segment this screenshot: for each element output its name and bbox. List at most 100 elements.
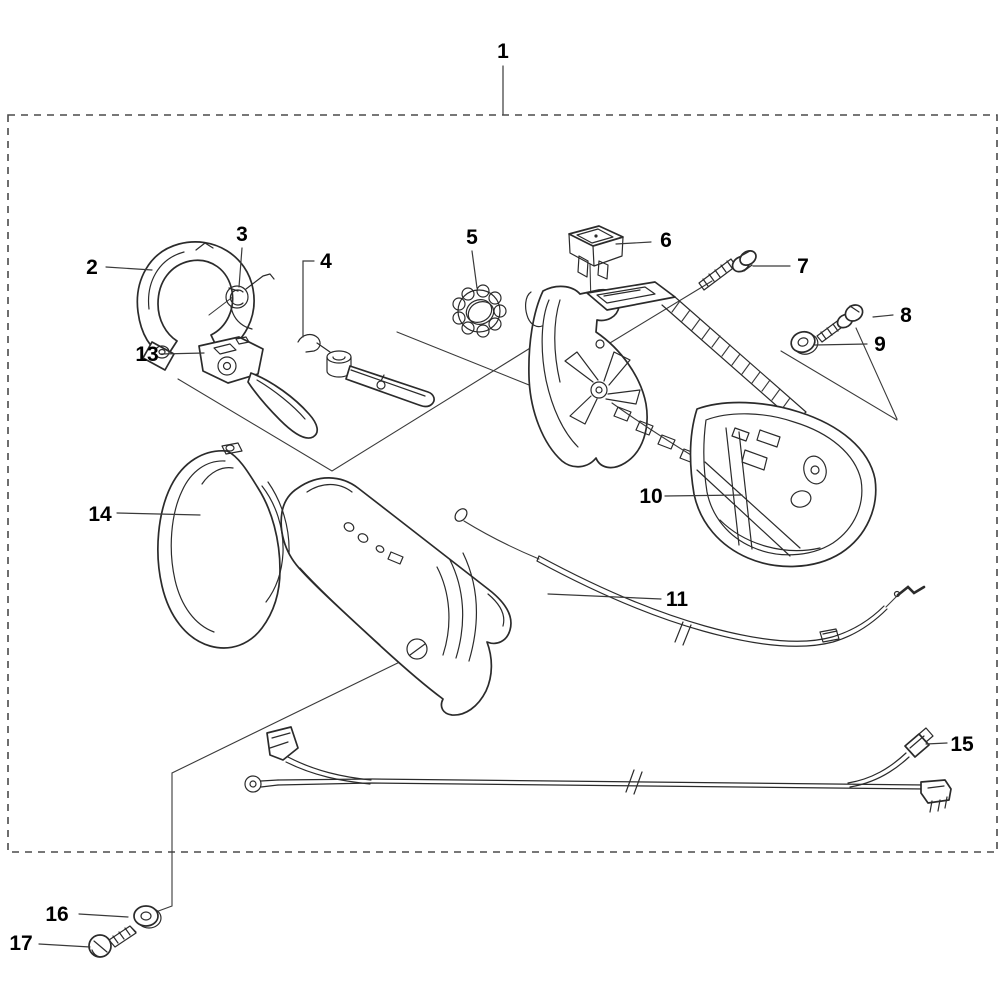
callout-label-15: 15 [950, 733, 974, 756]
callout-label-1: 1 [497, 40, 509, 63]
callout-label-17: 17 [9, 932, 32, 955]
leader-6 [615, 241, 652, 245]
spring-legs [230, 273, 275, 330]
part-17-screw [88, 925, 137, 958]
callout-label-7: 7 [797, 255, 809, 278]
leader-10 [664, 494, 743, 497]
grip-ridges [436, 552, 477, 662]
lockout-boss-top [326, 350, 352, 364]
trigger-pivot-hole-inner [222, 361, 232, 371]
callout-label-3: 3 [236, 223, 248, 246]
callout-label-14: 14 [88, 503, 112, 526]
callout-label-8: 8 [900, 304, 912, 327]
bracket-pivot-hub [590, 381, 608, 399]
lower-housing-barrel [280, 477, 512, 716]
cable-inner-wire [463, 520, 540, 560]
ring-terminal-hole [249, 780, 257, 788]
guide-screws-to-housing [780, 327, 898, 421]
trigger-blade [247, 372, 319, 439]
assembly-boundary [7, 114, 998, 853]
callout-label-5: 5 [466, 226, 478, 249]
screw8-head-slot [849, 305, 860, 313]
screw8-threads [820, 319, 844, 340]
clamp-lug [142, 341, 175, 371]
lower-housing-cup [157, 450, 281, 649]
screw8-head [844, 304, 864, 322]
rear-cup-boss2 [790, 490, 812, 508]
washer9-hole [797, 337, 809, 347]
beam-slot [596, 286, 656, 304]
callout-label-11: 11 [666, 588, 689, 611]
leader-9 [814, 343, 868, 346]
star-washer-bore-edge [467, 301, 495, 325]
trigger-blade-inner [256, 379, 306, 420]
part-15-wiring-harness [244, 726, 952, 813]
rear-cup-boss-hole [810, 465, 820, 475]
switch-dot [594, 234, 598, 238]
cable-break-marks [674, 621, 692, 646]
bracket-inner-contours [525, 291, 579, 448]
branch-connector-tip [909, 727, 934, 749]
screw7-head-lines [740, 250, 753, 272]
clamp-lug-hole [154, 345, 170, 359]
clamp-body [136, 241, 255, 359]
callout-label-13: 13 [135, 343, 158, 366]
trigger-pivot-tabs [213, 336, 250, 355]
leader-8 [872, 314, 894, 318]
lockout-bar [345, 365, 435, 408]
part-10-upper-housing [525, 281, 877, 568]
screw-boss-circle [406, 638, 428, 660]
part-8-screw [816, 304, 864, 343]
washer9-face [790, 330, 816, 354]
star-washer-lobes [452, 284, 507, 338]
housing-front-bracket [528, 285, 648, 469]
bracket-pivot-hub-inner [595, 386, 603, 394]
rear-cup-rim [703, 413, 863, 556]
switch-rocker [576, 228, 614, 244]
harness-branch-wire [847, 752, 910, 788]
part-5-star-washer [452, 284, 507, 338]
guide-lockout-wedge [396, 331, 545, 392]
cable-nipple [454, 508, 468, 522]
callout-label-4: 4 [320, 250, 332, 273]
leader-17 [38, 943, 91, 948]
screw-boss-mark [409, 643, 426, 656]
leader-4 [302, 260, 315, 338]
part-6-stop-switch [568, 225, 624, 280]
part-4-throttle-lockout [297, 333, 435, 408]
cup-top-tab [221, 442, 243, 455]
part-7-screw [698, 249, 757, 291]
harness-main-run [277, 778, 927, 790]
housing-rear-cup [689, 401, 877, 568]
part-3-return-spring [225, 273, 275, 330]
cup-inner-contours [170, 460, 234, 633]
cup-top-boss [225, 444, 235, 452]
guide-trigger-wedge [177, 336, 549, 472]
star-washer-ring [457, 289, 501, 333]
beam-rib-hatching [671, 300, 791, 410]
end-connector-prongs [927, 785, 948, 813]
screw17-shank [108, 925, 137, 948]
guide-screw7-to-housing [604, 280, 713, 347]
rear-cup-boss [803, 455, 827, 485]
barrel-boss-1 [343, 522, 355, 532]
lockout-bar-inner [350, 369, 426, 397]
part-9-washer [790, 330, 819, 355]
lockout-pin-stub [380, 374, 385, 382]
part-14-lower-housing [157, 442, 512, 716]
part-16-washer [133, 905, 162, 929]
leader-13 [160, 352, 205, 355]
callout-label-6: 6 [660, 229, 672, 252]
washer16-hole [140, 911, 152, 921]
branch-connector [904, 733, 930, 758]
guide-boss-to-washer16 [152, 656, 411, 914]
callout-label-16: 16 [45, 903, 68, 926]
callout-label-2: 2 [86, 256, 98, 279]
callout-label-9: 9 [874, 333, 886, 356]
cable-z-fitting [896, 585, 926, 597]
rear-cup-internals [696, 427, 821, 557]
barrel-inner-lines [299, 483, 505, 646]
cup-barrel-saddle [261, 481, 290, 603]
switch-terminals [577, 255, 609, 280]
leader-11 [547, 593, 662, 600]
